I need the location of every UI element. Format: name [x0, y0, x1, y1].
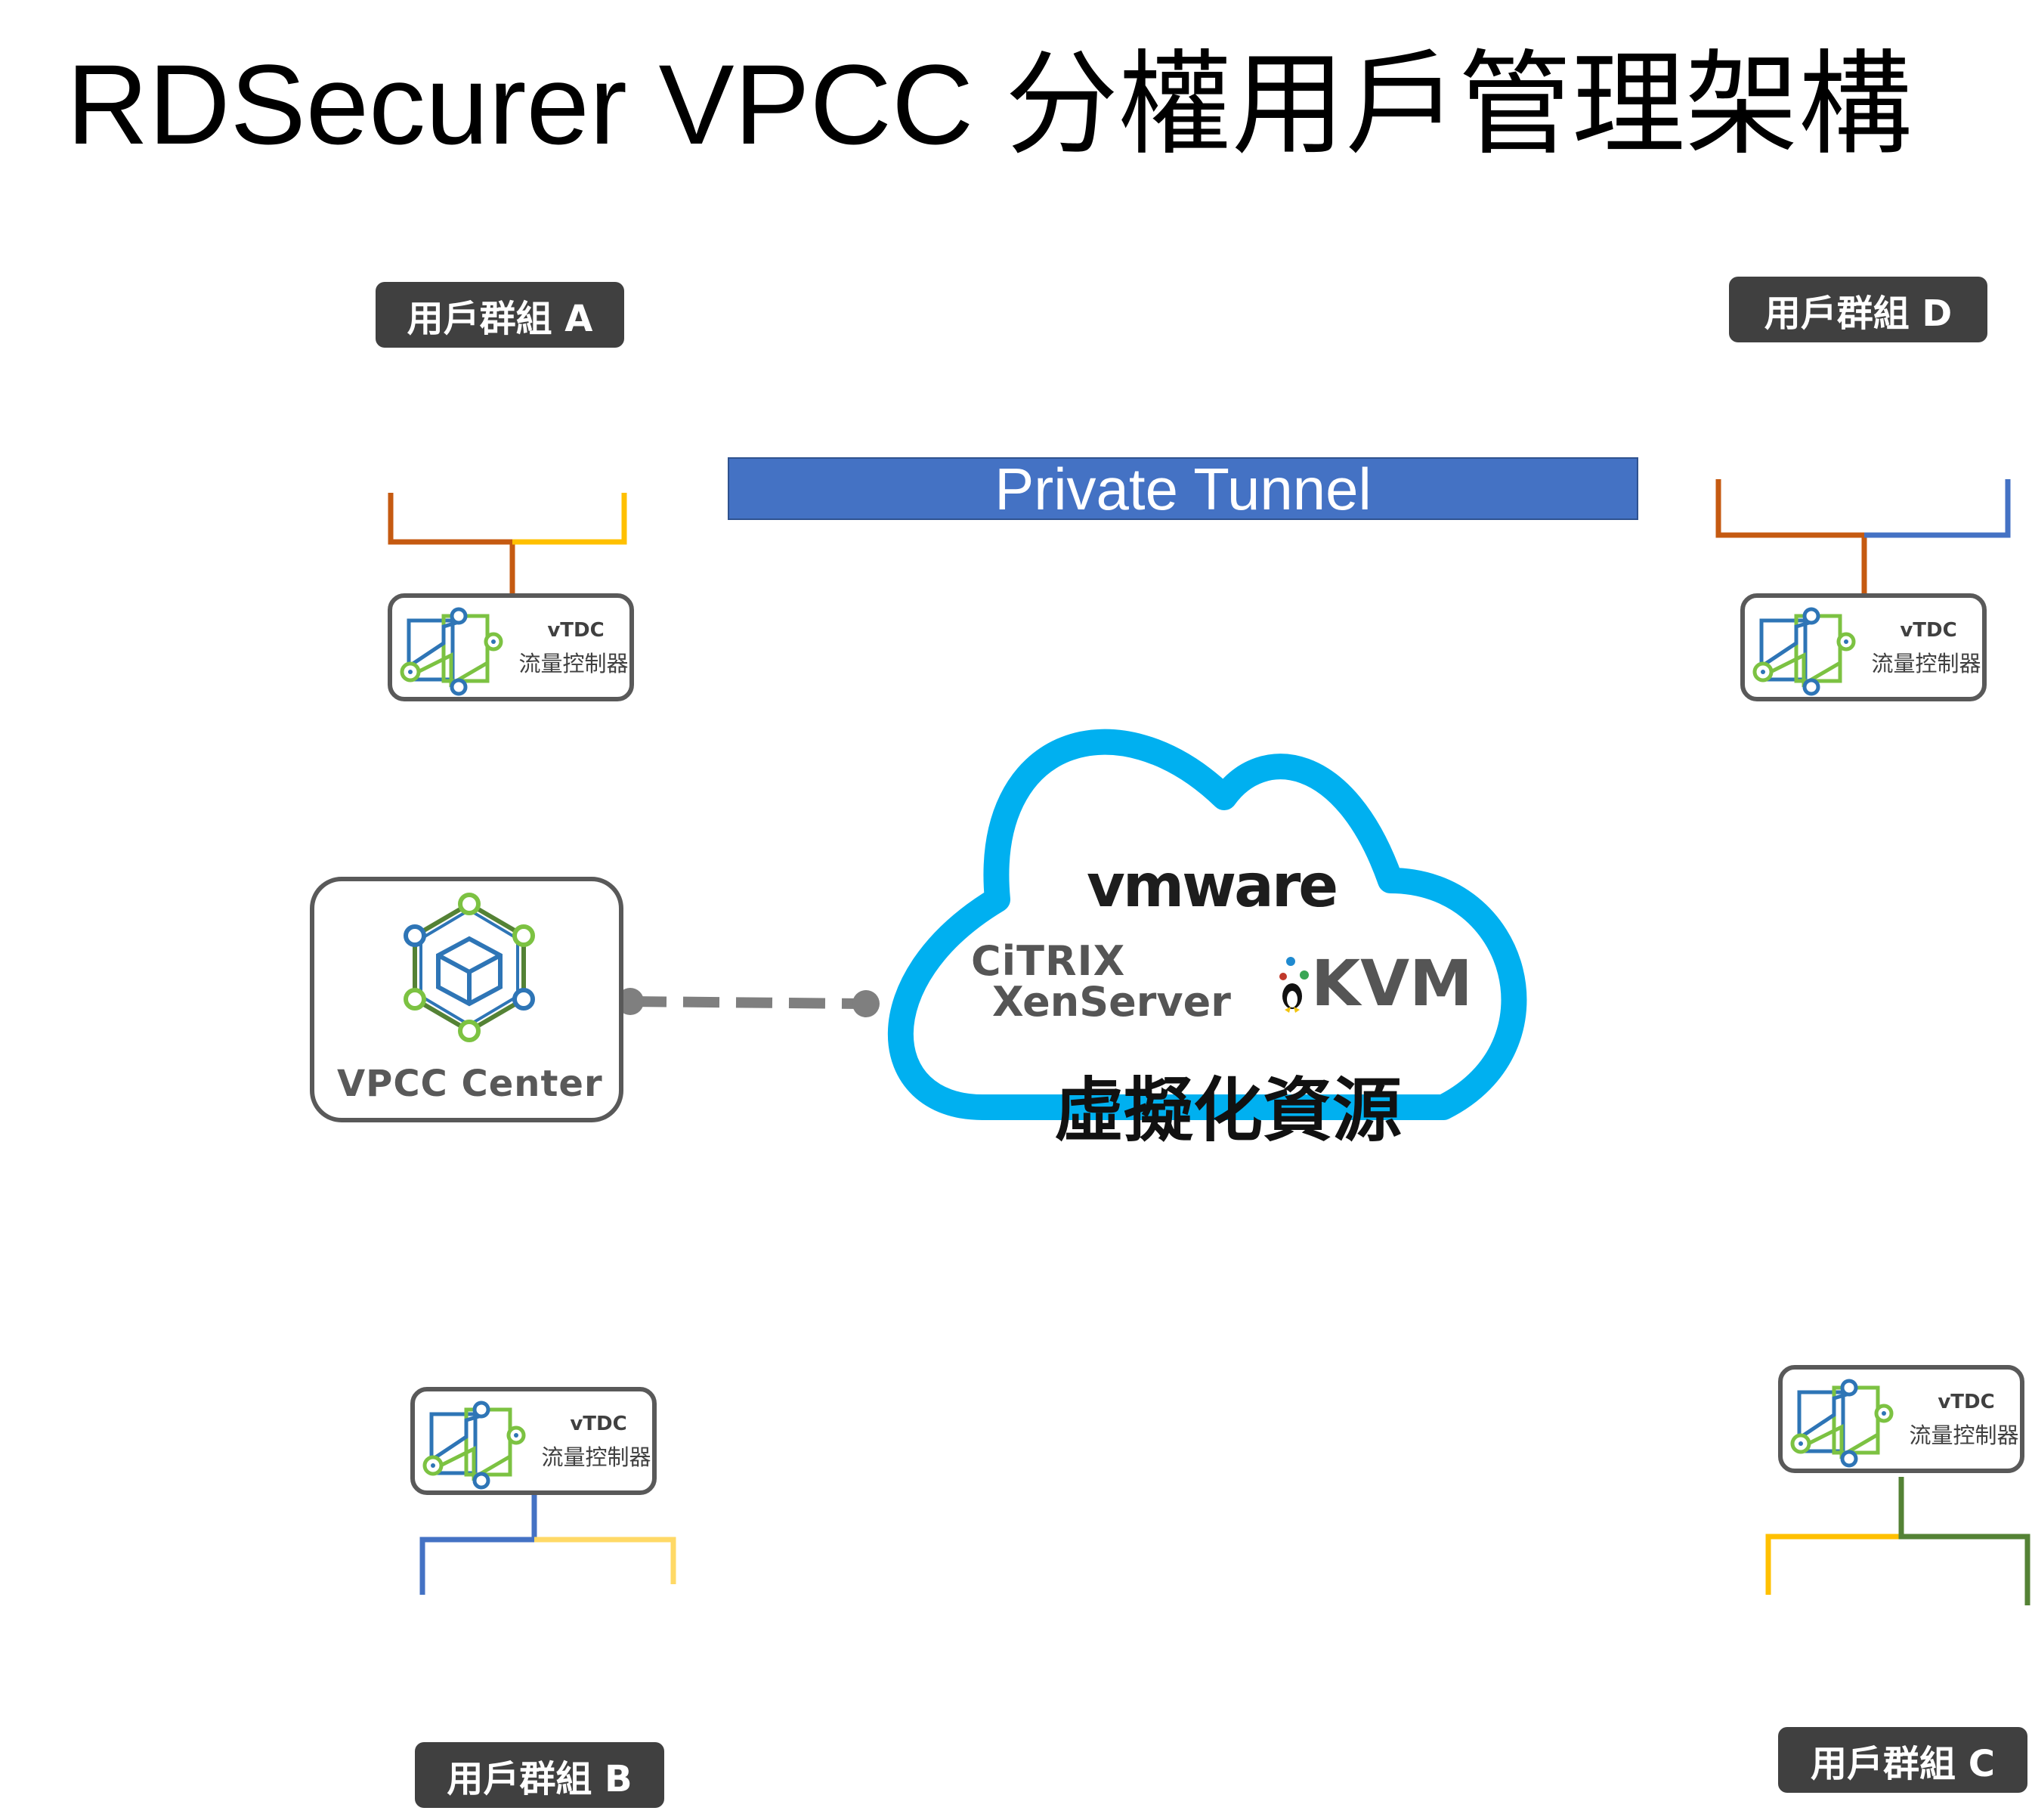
- vtdc-icon: [422, 1401, 526, 1490]
- line-a-orange: [388, 493, 515, 595]
- vtdc-subtitle: 流量控制器: [1909, 1422, 2019, 1448]
- vtdc-title: vTDC: [547, 619, 605, 642]
- vtdc-box-b: vTDC 流量控制器: [410, 1387, 657, 1495]
- vtdc-icon: [1752, 607, 1856, 696]
- line-d-blue: [1864, 479, 2011, 538]
- group-label-a: 用戶群組 A: [376, 282, 624, 348]
- group-label-d: 用戶群組 D: [1729, 277, 1987, 342]
- line-d-orange: [1715, 479, 1867, 595]
- vtdc-title: vTDC: [570, 1413, 627, 1435]
- vtdc-box-a: vTDC 流量控制器: [388, 593, 634, 701]
- vpcc-center-box: VPCC Center: [310, 877, 623, 1122]
- line-c-yellow: [1765, 1534, 1901, 1595]
- vtdc-box-d: vTDC 流量控制器: [1740, 593, 1987, 701]
- kvm-logo: KVM: [1311, 946, 1473, 1020]
- line-a-yellow: [512, 493, 627, 545]
- connector-dot-right: [852, 990, 880, 1017]
- vpcc-center-label: VPCC Center: [337, 1063, 603, 1105]
- xenserver-logo: XenServer: [992, 978, 1231, 1026]
- vtdc-icon: [400, 607, 503, 696]
- line-c-green: [1898, 1477, 2030, 1605]
- linux-penguin-icon: [1279, 957, 1309, 1013]
- virtualization-resources-label: 虛擬化資源: [1054, 1070, 1403, 1151]
- citrix-logo: CiTRIX: [971, 937, 1126, 985]
- line-b-yellow: [534, 1537, 676, 1584]
- cloud-shape: [888, 729, 1527, 1120]
- vtdc-subtitle: 流量控制器: [518, 651, 629, 676]
- vtdc-icon: [1790, 1379, 1894, 1468]
- vtdc-title: vTDC: [1938, 1391, 1995, 1413]
- vpcc-center-icon: [404, 893, 535, 1042]
- group-label-c: 用戶群組 C: [1778, 1727, 2027, 1793]
- vtdc-subtitle: 流量控制器: [1871, 651, 1981, 676]
- private-tunnel-bar: Private Tunnel: [728, 457, 1638, 520]
- group-label-b: 用戶群組 B: [415, 1742, 664, 1808]
- page-title: RDSecurer VPCC 分權用戶管理架構: [66, 41, 1912, 168]
- vtdc-subtitle: 流量控制器: [541, 1444, 651, 1470]
- center-cloud-connector: [629, 996, 867, 1009]
- vtdc-title: vTDC: [1900, 619, 1957, 642]
- connector-dot-left: [617, 988, 644, 1015]
- vtdc-box-c: vTDC 流量控制器: [1778, 1365, 2024, 1473]
- private-tunnel-label: Private Tunnel: [994, 455, 1372, 522]
- vmware-logo: vmware: [1087, 853, 1338, 921]
- line-b-blue: [419, 1495, 537, 1595]
